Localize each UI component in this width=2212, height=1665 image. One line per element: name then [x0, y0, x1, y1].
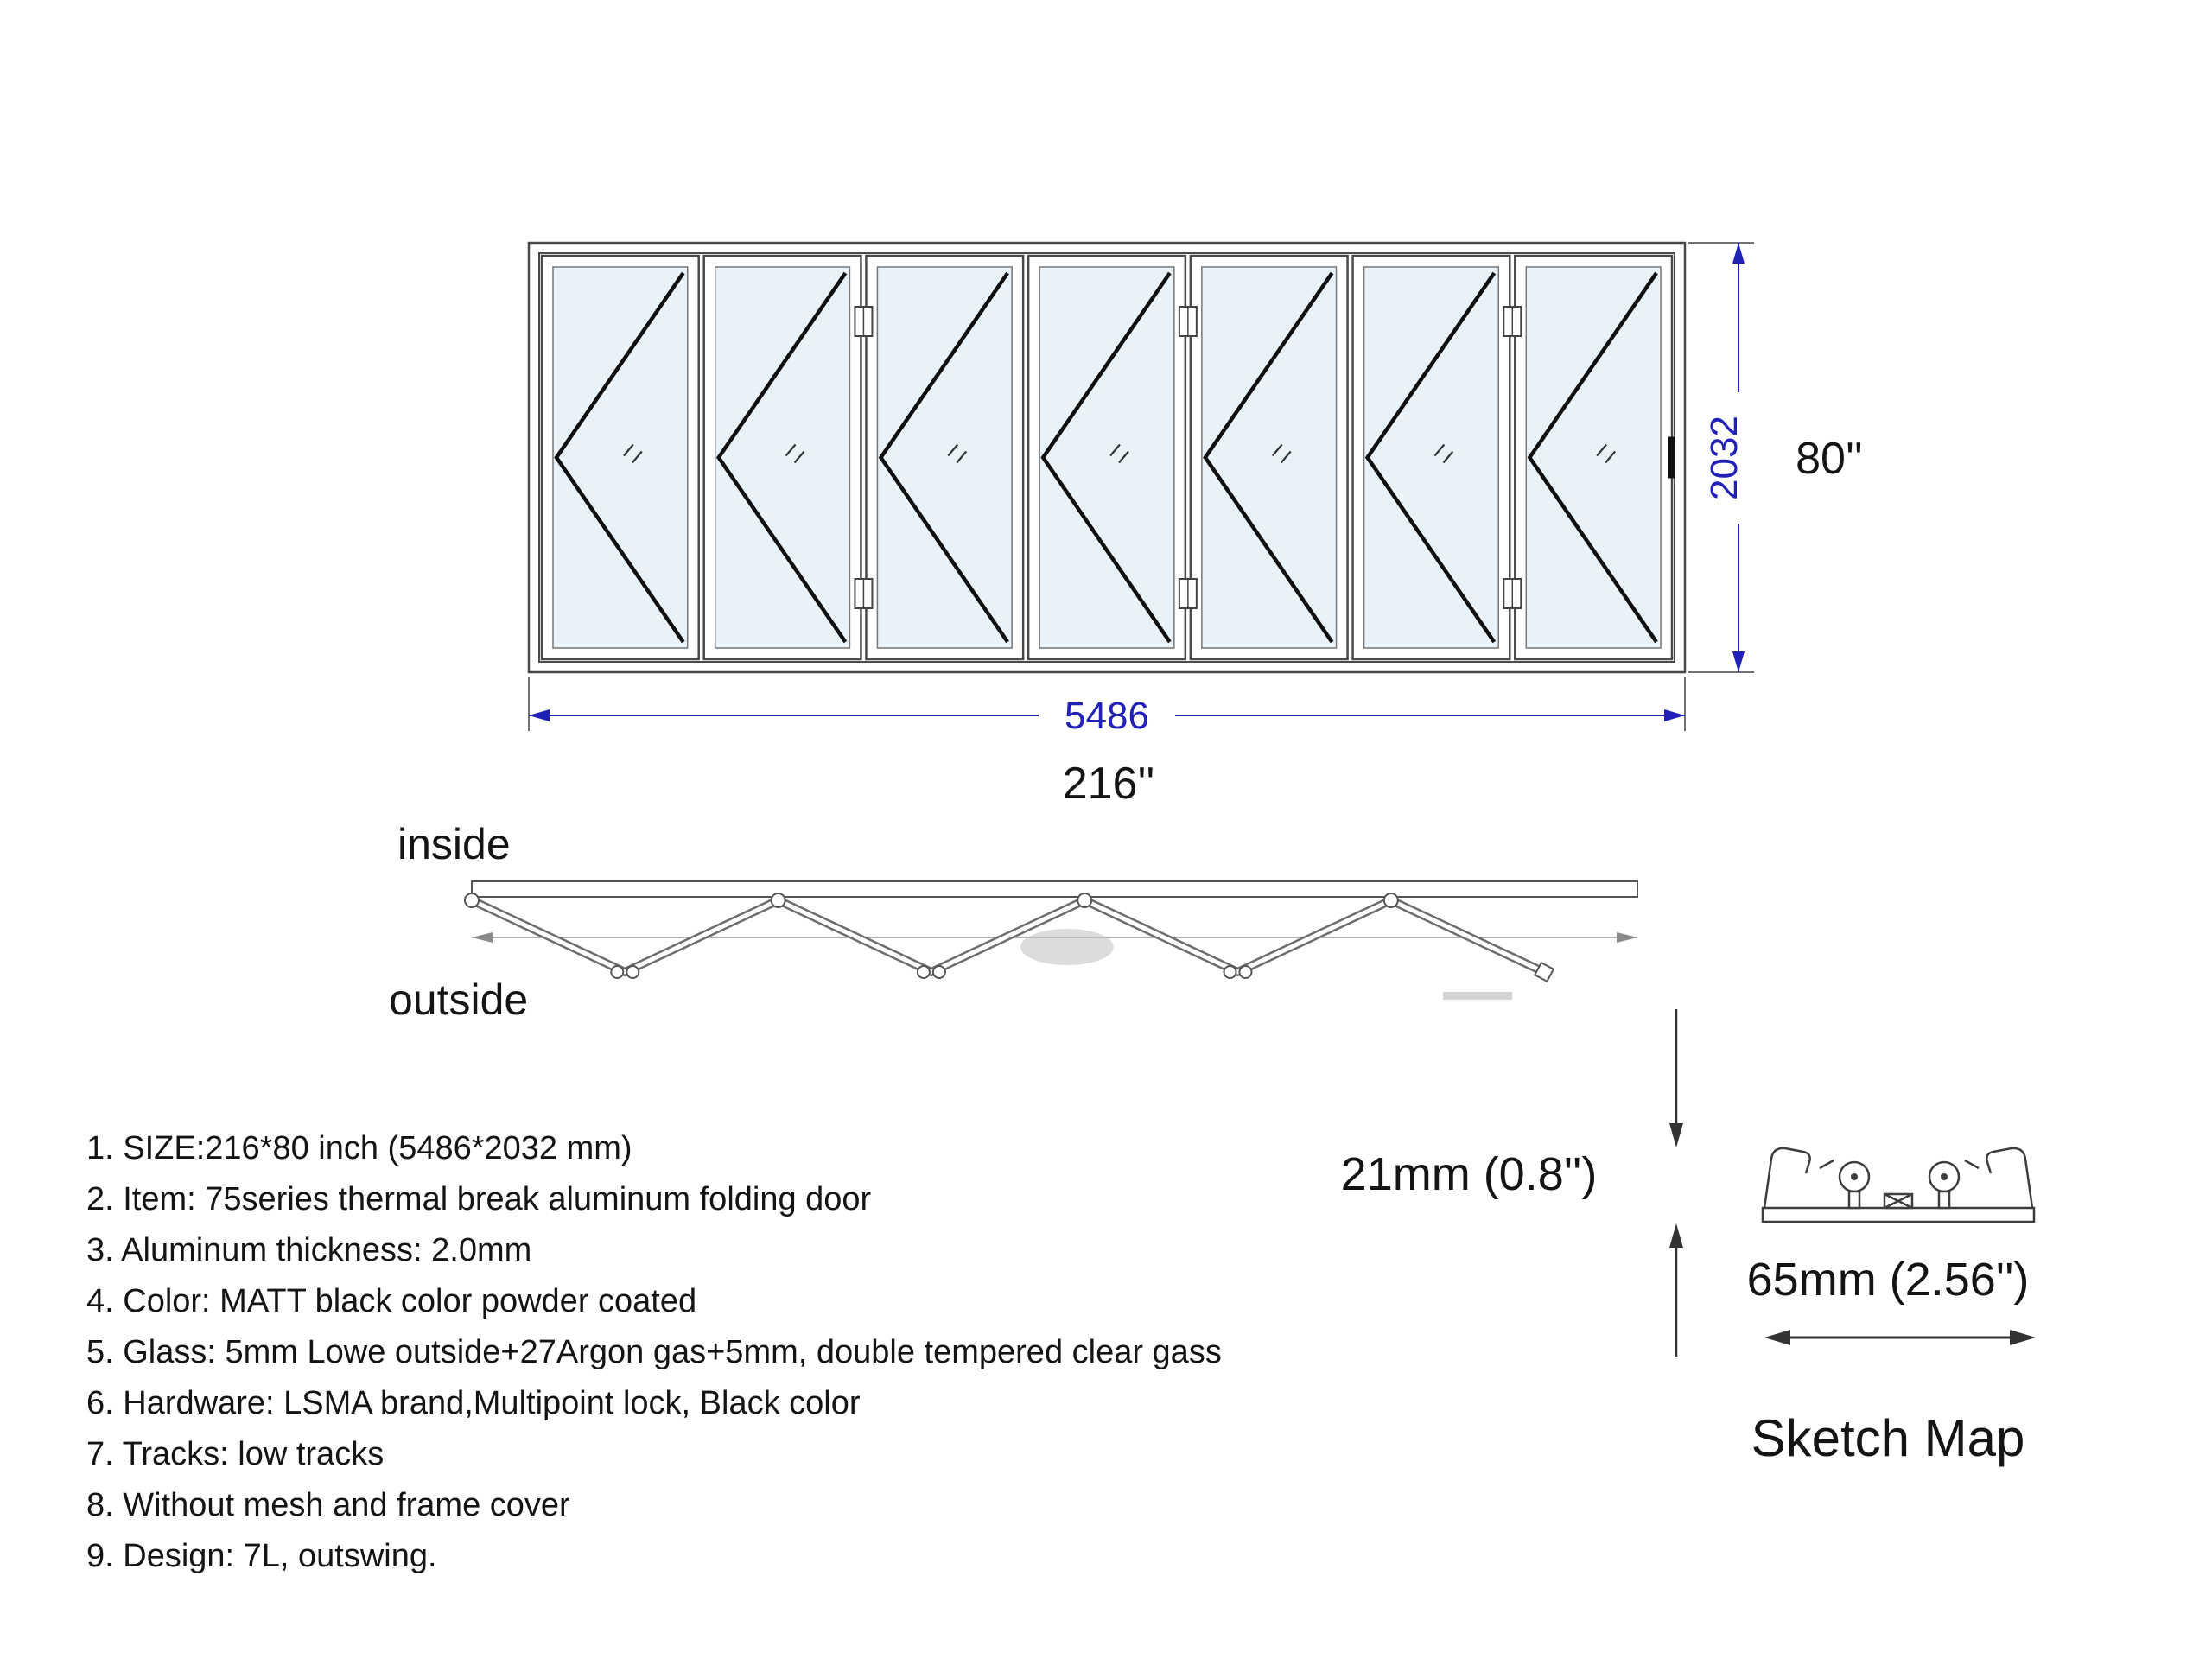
arrow-right-icon: [2010, 1330, 2036, 1345]
inside-label: inside: [397, 820, 511, 868]
glass-pane: [1363, 266, 1500, 649]
arrow-left-icon: [472, 932, 493, 943]
width-dim-mm: 5486: [1065, 695, 1149, 737]
arrow-left-icon: [529, 709, 550, 721]
fold-hinge: [626, 965, 640, 979]
free-end-cap: [1533, 961, 1555, 983]
fold-direction-chevron: [1040, 271, 1172, 644]
spec-list: 1. SIZE:216*80 inch (5486*2032 mm) 2. It…: [86, 1123, 1555, 1582]
glass-tick-icon: [785, 443, 805, 464]
profile-width-label: 65mm (2.56''): [1746, 1254, 2030, 1306]
door-panel: [1027, 254, 1187, 661]
glass-pane: [714, 266, 851, 649]
track-hinge: [1077, 893, 1093, 908]
spec-item: 3. Aluminum thickness: 2.0mm: [86, 1232, 532, 1268]
spec-item: 8. Without mesh and frame cover: [86, 1487, 570, 1523]
door-elevation-drawing: 5486 216'' 2032 80'': [527, 241, 1863, 809]
fold-direction-chevron: [1527, 271, 1658, 644]
height-dim-mm: 2032: [1703, 416, 1745, 500]
spec-item: 9. Design: 7L, outswing.: [86, 1538, 437, 1574]
door-panel: [1514, 254, 1674, 661]
plan-panels: [464, 893, 1555, 983]
outside-label: outside: [389, 975, 529, 1024]
fold-hinge: [916, 965, 931, 979]
spec-item: 5. Glass: 5mm Lowe outside+27Argon gas+5…: [86, 1334, 1222, 1370]
glass-pane: [1039, 266, 1175, 649]
dim-text-mask: [1707, 392, 1745, 524]
glass-tick-icon: [1433, 443, 1454, 464]
track-profile: [1761, 1147, 2036, 1223]
spec-item: 2. Item: 75series thermal break aluminum…: [86, 1181, 872, 1217]
fold-direction-chevron: [1364, 271, 1497, 644]
fold-direction-chevron: [554, 271, 685, 644]
watermark-smudge: [1020, 929, 1114, 965]
arrow-down-icon: [1732, 651, 1745, 672]
glass-tick-icon: [1596, 443, 1616, 464]
profile-height-label: 21mm (0.8''): [1340, 1148, 1598, 1200]
spec-item: 6. Hardware: LSMA brand,Multipoint lock,…: [86, 1385, 861, 1421]
fold-direction-chevron: [1203, 271, 1334, 644]
track-hinge: [770, 893, 786, 908]
fold-hinge: [931, 965, 946, 979]
spec-item: 7. Tracks: low tracks: [86, 1436, 385, 1472]
watermark-text-blur: [1443, 992, 1512, 1000]
arrow-down-icon: [1669, 1123, 1683, 1147]
dim-text-mask: [1039, 696, 1175, 734]
spec-item: 1. SIZE:216*80 inch (5486*2032 mm): [86, 1130, 632, 1166]
fold-hinge: [1223, 965, 1237, 979]
door-handle: [1668, 436, 1675, 479]
fold-direction-chevron: [715, 271, 848, 644]
glass-pane: [1201, 266, 1338, 649]
glass-pane: [1525, 266, 1662, 649]
arrow-up-icon: [1732, 243, 1745, 264]
fold-hinge: [610, 965, 625, 979]
width-dimension: 5486 216'': [528, 677, 1686, 809]
sketch-map-drawing: [1669, 1009, 2036, 1357]
door-panel: [1189, 254, 1349, 661]
door-panel: [1351, 254, 1511, 661]
profile-width-dimension: [1764, 1330, 2036, 1345]
glass-tick-icon: [623, 443, 643, 464]
arrow-up-icon: [1669, 1223, 1683, 1248]
width-dim-inch: 216'': [1063, 759, 1155, 809]
arrow-right-icon: [1664, 709, 1685, 721]
fold-direction-chevron: [878, 271, 1009, 644]
spec-item: 4. Color: MATT black color powder coated: [86, 1283, 697, 1319]
glass-pane: [552, 266, 689, 649]
height-dim-inch: 80'': [1796, 434, 1863, 484]
glass-pane: [876, 266, 1013, 649]
track-hinge: [464, 893, 480, 908]
height-dimension: 2032 80'': [1688, 242, 1863, 673]
plan-view-drawing: [464, 880, 1638, 1000]
arrow-right-icon: [1617, 932, 1637, 943]
track-hinge: [1382, 893, 1399, 908]
arrow-left-icon: [1764, 1330, 1790, 1345]
glass-tick-icon: [1271, 443, 1292, 464]
track: [471, 880, 1638, 898]
door-panel: [702, 254, 862, 661]
door-panel: [865, 254, 1025, 661]
glass-tick-icon: [947, 443, 968, 464]
fold-hinge: [1238, 965, 1253, 979]
elevation-panels: [540, 254, 1675, 661]
glass-tick-icon: [1109, 443, 1129, 464]
sketch-map-title: Sketch Map: [1751, 1409, 2025, 1467]
door-panel: [540, 254, 700, 661]
profile-height-dimension: [1669, 1009, 1683, 1357]
